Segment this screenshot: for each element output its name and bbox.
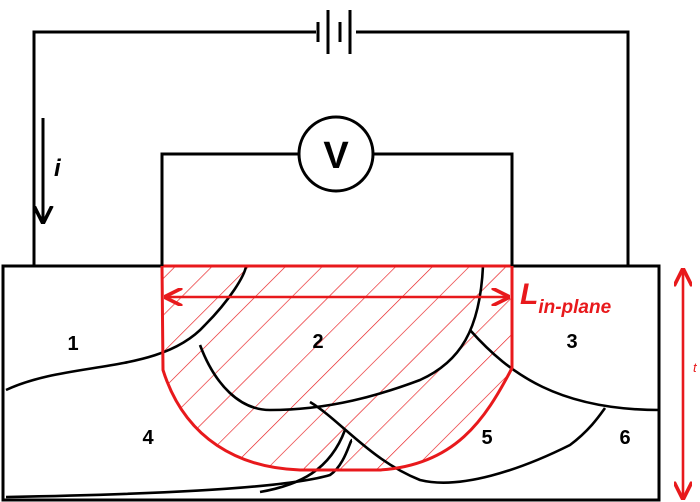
voltmeter-icon — [297, 115, 375, 193]
grain-label-2: 2 — [312, 331, 323, 353]
measured-region — [162, 266, 512, 470]
battery-icon — [316, 10, 352, 54]
grain-boundaries — [5, 265, 661, 499]
grain-label-4: 4 — [142, 427, 154, 449]
grain-label-6: 6 — [619, 427, 630, 449]
grain-label-3: 3 — [566, 331, 577, 353]
grain-label-1: 1 — [67, 333, 78, 355]
length-label: Lin-plane — [520, 278, 612, 318]
voltmeter-circuit — [160, 152, 514, 266]
measured-region-outline — [160, 265, 514, 472]
current-circuit — [32, 30, 630, 266]
voltmeter-label: V — [323, 135, 349, 177]
thickness-label: t — [693, 360, 698, 375]
current-label: i — [54, 155, 62, 182]
grain-label-5: 5 — [481, 427, 492, 449]
